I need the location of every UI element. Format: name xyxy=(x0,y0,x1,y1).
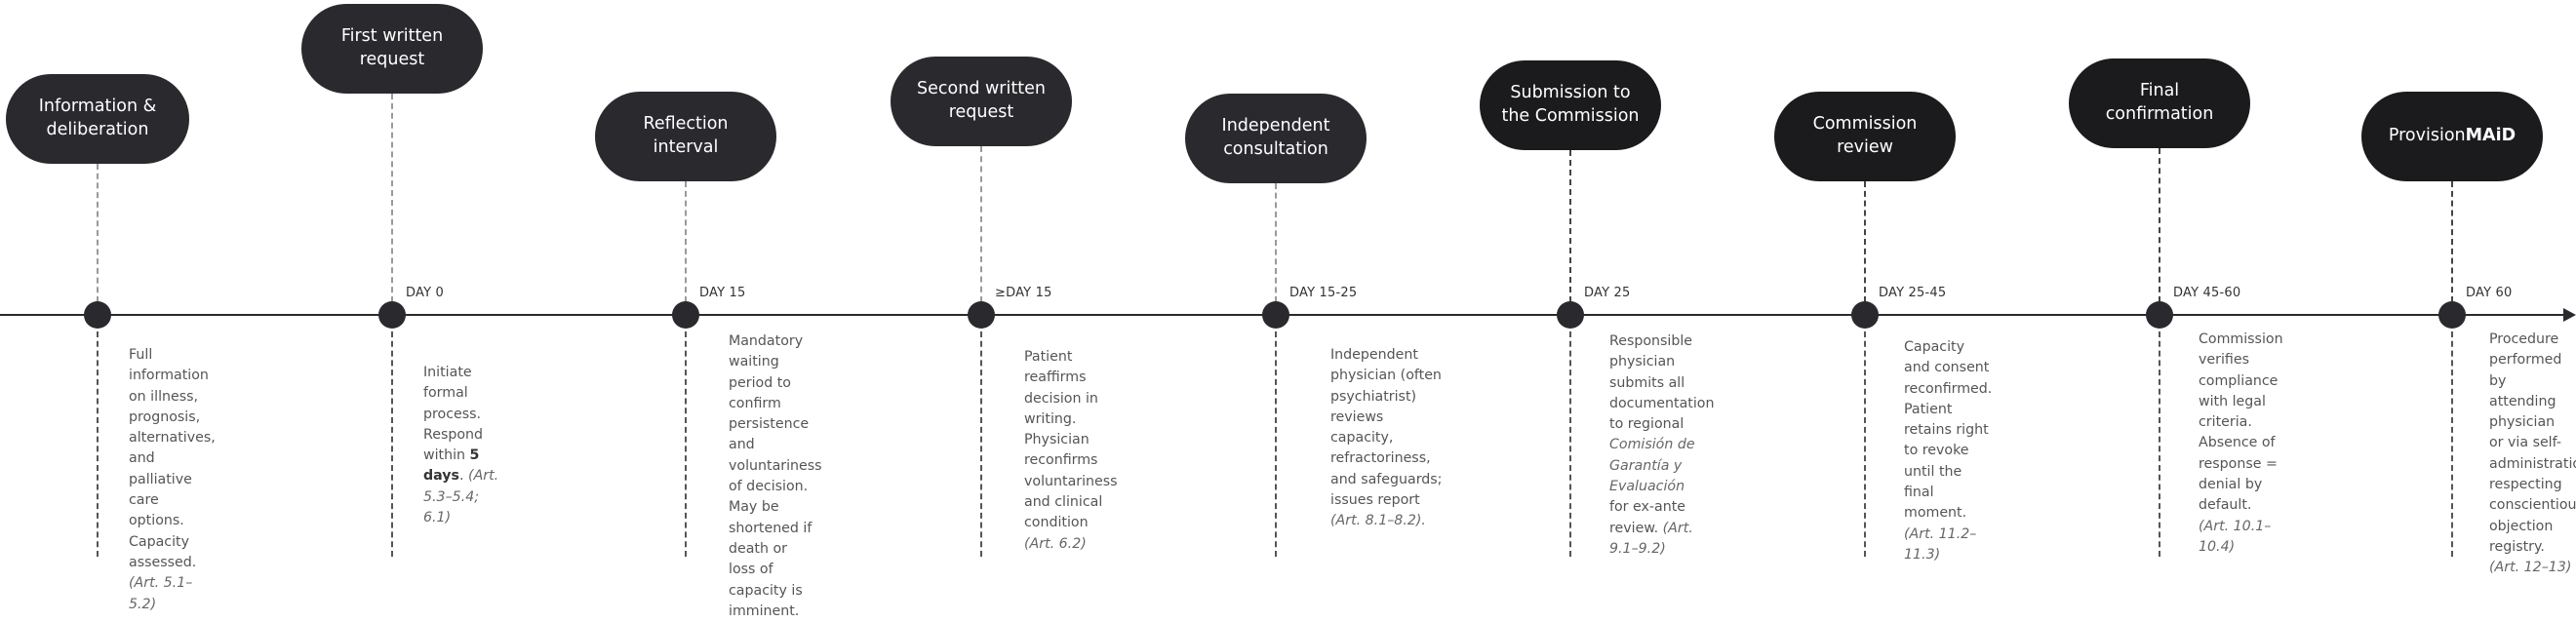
stage-node-first-request xyxy=(378,301,406,329)
stage-description-consultation: Independent physician (often psychiatris… xyxy=(1330,347,1443,529)
stage-description-first-request: Initiate formal process. Respond within … xyxy=(423,365,499,526)
stage-pill-provision: Provision MAiD xyxy=(2361,92,2543,181)
stage-pill-first-request: First written request xyxy=(301,4,483,94)
stage-pill-submission: Submission to the Commission xyxy=(1480,60,1661,150)
stage-description-reflection: Mandatory waiting period to confirm pers… xyxy=(729,333,822,619)
stage-connector-reflection xyxy=(685,181,687,302)
stage-connector-final-confirmation xyxy=(2159,148,2160,302)
stage-day-provision: DAY 60 xyxy=(2466,286,2513,300)
stage-drop-reflection xyxy=(685,331,687,557)
stage-connector-provision xyxy=(2451,181,2453,302)
stage-pill-second-request: Second written request xyxy=(891,57,1072,146)
stage-drop-second-request xyxy=(980,331,982,557)
stage-description-information: Full information on illness, prognosis, … xyxy=(129,347,216,612)
stage-description-provision: Procedure performed by attending physici… xyxy=(2489,331,2576,576)
stage-node-second-request xyxy=(968,301,995,329)
stage-connector-commission-review xyxy=(1864,181,1866,302)
stage-drop-final-confirmation xyxy=(2159,331,2160,557)
stage-connector-first-request xyxy=(391,94,393,302)
stage-drop-commission-review xyxy=(1864,331,1866,557)
stage-pill-final-confirmation: Final confirmation xyxy=(2069,58,2250,148)
stage-drop-consultation xyxy=(1275,331,1277,557)
stage-description-second-request: Patient reaffirms decision in writing. P… xyxy=(1024,349,1118,552)
stage-description-final-confirmation: Commission verifies compliance with lega… xyxy=(2199,331,2283,555)
stage-drop-first-request xyxy=(391,331,393,557)
stage-connector-second-request xyxy=(980,146,982,302)
stage-node-reflection xyxy=(672,301,699,329)
stage-node-information xyxy=(84,301,111,329)
stage-pill-commission-review: Commission review xyxy=(1774,92,1956,181)
stage-node-commission-review xyxy=(1851,301,1879,329)
stage-drop-submission xyxy=(1569,331,1571,557)
stage-pill-consultation: Independent consultation xyxy=(1185,94,1367,183)
stage-pill-information: Information & deliberation xyxy=(6,74,189,164)
stage-node-submission xyxy=(1557,301,1584,329)
stage-day-commission-review: DAY 25-45 xyxy=(1879,286,1947,300)
stage-connector-information xyxy=(97,164,99,302)
stage-node-provision xyxy=(2438,301,2466,329)
stage-description-submission: Responsible physician submits all docume… xyxy=(1609,333,1715,557)
stage-day-first-request: DAY 0 xyxy=(406,286,445,300)
stage-node-consultation xyxy=(1262,301,1289,329)
stage-day-submission: DAY 25 xyxy=(1584,286,1631,300)
stage-description-commission-review: Capacity and consent reconfirmed. Patien… xyxy=(1904,339,1993,563)
timeline-arrowhead xyxy=(2563,308,2576,322)
stage-day-consultation: DAY 15-25 xyxy=(1289,286,1358,300)
stage-connector-consultation xyxy=(1275,183,1277,302)
stage-day-second-request: ≥DAY 15 xyxy=(995,286,1052,300)
stage-drop-information xyxy=(97,331,99,557)
stage-drop-provision xyxy=(2451,331,2453,557)
stage-node-final-confirmation xyxy=(2146,301,2173,329)
stage-day-reflection: DAY 15 xyxy=(699,286,746,300)
stage-connector-submission xyxy=(1569,150,1571,302)
stage-pill-reflection: Reflection interval xyxy=(595,92,776,181)
stage-day-final-confirmation: DAY 45-60 xyxy=(2173,286,2241,300)
